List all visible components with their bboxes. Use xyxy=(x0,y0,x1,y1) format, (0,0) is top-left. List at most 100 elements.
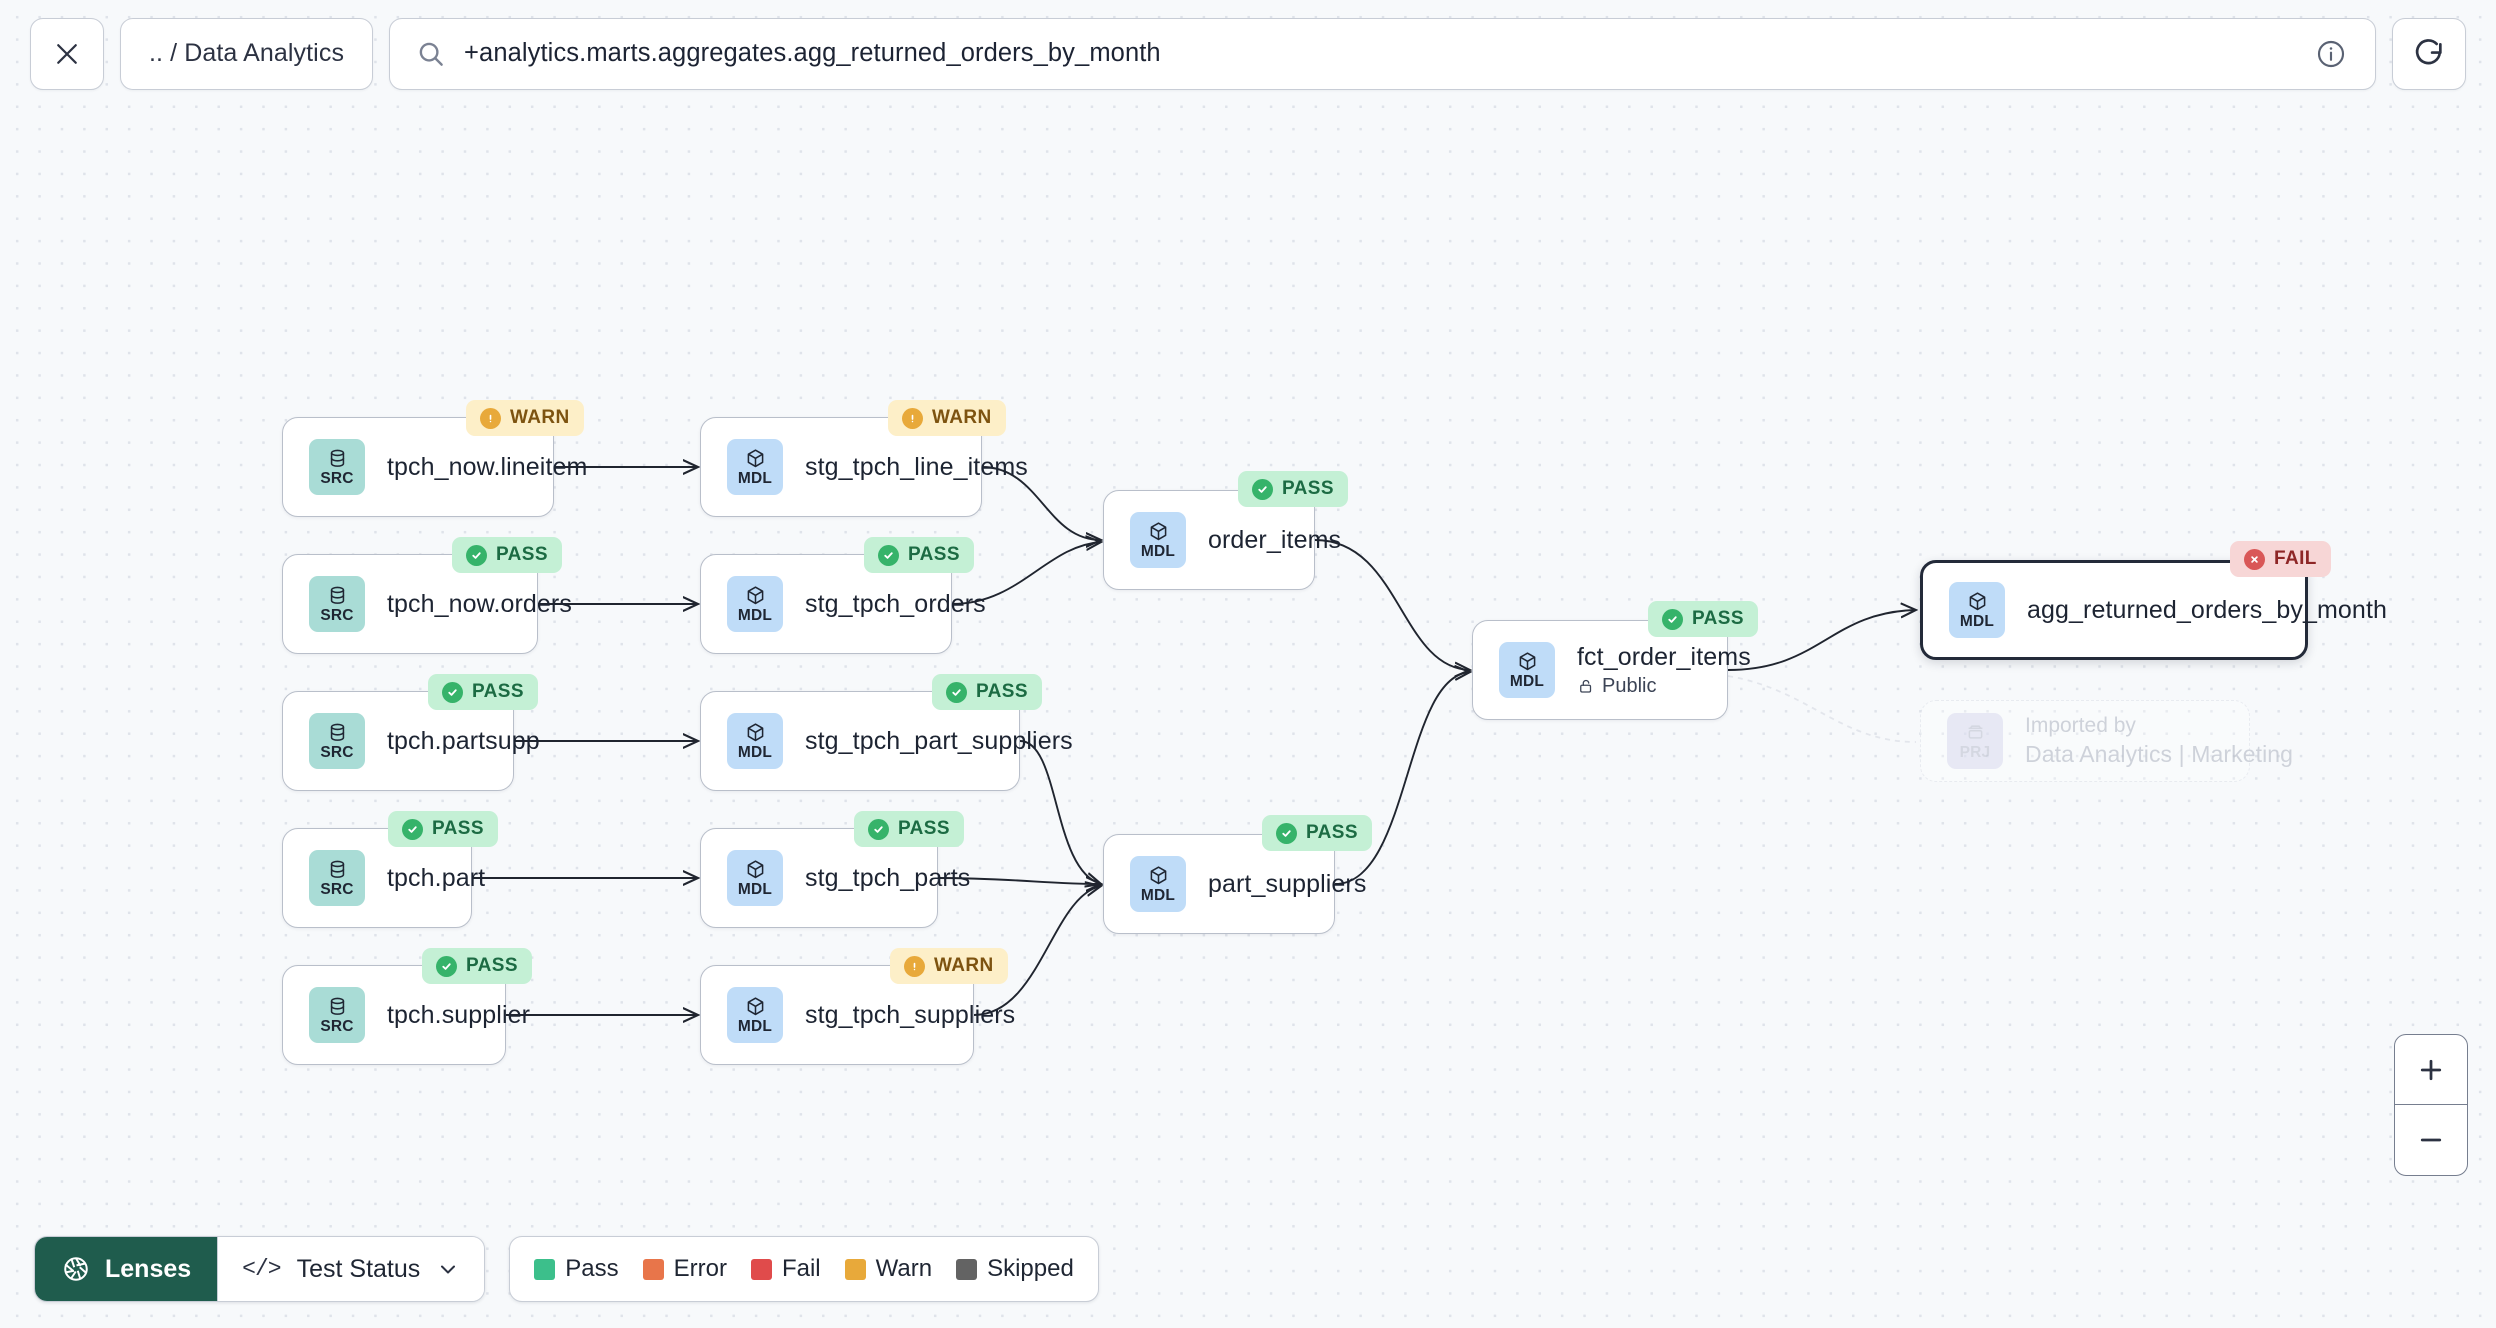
node-title: tpch_now.lineitem xyxy=(387,452,588,481)
node-body: stg_tpch_parts xyxy=(805,863,971,893)
legend-item[interactable]: Warn xyxy=(844,1255,932,1283)
legend-label: Error xyxy=(673,1255,727,1282)
graph-node-stg-suppliers[interactable]: MDL stg_tpch_suppliers xyxy=(700,965,1015,1065)
node-type-label: MDL xyxy=(1140,887,1176,905)
legend-item[interactable]: Error xyxy=(642,1255,727,1283)
cube-icon xyxy=(747,449,763,468)
node-type-chip: SRC xyxy=(309,713,365,769)
status-label: PASS xyxy=(908,544,960,565)
warn-icon xyxy=(902,407,923,429)
node-type-chip: MDL xyxy=(727,987,783,1043)
node-body: part_suppliers xyxy=(1208,870,1366,899)
node-body: order_items xyxy=(1208,526,1341,555)
node-title: tpch.partsupp xyxy=(387,726,540,755)
status-badge: PASS xyxy=(428,674,538,710)
node-title: fct_order_items xyxy=(1577,642,1751,671)
graph-node-part-suppliers[interactable]: MDL part_suppliers xyxy=(1103,834,1366,934)
node-type-chip: SRC xyxy=(309,439,365,495)
node-body: agg_returned_orders_by_month xyxy=(2027,595,2387,625)
status-label: FAIL xyxy=(2274,548,2317,569)
search-bar[interactable] xyxy=(389,17,2376,90)
close-icon xyxy=(57,43,77,64)
breadcrumb-label: .. / Data Analytics xyxy=(149,39,345,67)
check-icon xyxy=(1276,822,1297,844)
node-type-chip: MDL xyxy=(727,576,783,632)
warn-icon xyxy=(480,407,501,429)
aperture-icon xyxy=(64,1257,88,1281)
imported-by-label: Imported by xyxy=(2025,714,2136,737)
status-badge: PASS xyxy=(854,811,964,847)
node-body: stg_tpch_orders xyxy=(805,589,986,619)
database-icon xyxy=(330,997,344,1016)
minus-icon xyxy=(2420,1138,2442,1142)
graph-node-imported-by[interactable]: PRJ Imported by Data Analytics | Marketi… xyxy=(1920,700,2293,782)
status-badge: PASS xyxy=(1238,471,1348,507)
legend-swatch xyxy=(750,1258,772,1280)
project-icon xyxy=(1968,725,1982,739)
node-body: stg_tpch_suppliers xyxy=(805,1001,1015,1030)
cube-icon xyxy=(1150,866,1166,885)
status-badge: PASS xyxy=(1648,601,1758,637)
status-badge: WARN xyxy=(466,400,584,436)
graph-node-src-supplier[interactable]: SRC tpch.supplier xyxy=(282,965,530,1065)
node-body: Imported by Data Analytics | Marketing xyxy=(2025,714,2293,768)
info-icon[interactable] xyxy=(2315,38,2347,70)
status-label: PASS xyxy=(432,818,484,839)
status-label: PASS xyxy=(976,681,1028,702)
check-icon xyxy=(1662,608,1683,630)
node-title: agg_returned_orders_by_month xyxy=(2027,595,2387,624)
close-button[interactable] xyxy=(30,17,104,90)
node-type-chip: MDL xyxy=(1499,642,1555,698)
legend-item[interactable]: Skipped xyxy=(956,1255,1074,1283)
database-icon xyxy=(330,586,344,605)
database-icon xyxy=(330,723,344,742)
node-type-label: MDL xyxy=(1509,673,1545,691)
graph-node-src-lineitem[interactable]: SRC tpch_now.lineitem xyxy=(282,417,588,517)
lenses-label: Lenses xyxy=(105,1254,192,1283)
lenses-group: Lenses </> Test Status xyxy=(34,1236,486,1302)
node-title: stg_tpch_orders xyxy=(805,589,986,618)
refresh-icon xyxy=(2415,38,2442,64)
node-type-label: MDL xyxy=(737,1018,773,1036)
check-icon xyxy=(946,681,967,703)
node-type-chip: MDL xyxy=(1130,512,1186,568)
refresh-button[interactable] xyxy=(2392,17,2466,90)
node-type-label: SRC xyxy=(320,607,354,625)
node-type-label: MDL xyxy=(737,881,773,899)
chevron-down-icon xyxy=(441,1265,456,1274)
node-title: stg_tpch_part_suppliers xyxy=(805,726,1073,755)
zoom-controls xyxy=(2394,1034,2468,1176)
node-title: stg_tpch_parts xyxy=(805,863,971,892)
lenses-button[interactable]: Lenses xyxy=(35,1237,218,1301)
cube-icon xyxy=(747,586,763,605)
test-status-dropdown[interactable]: </> Test Status xyxy=(217,1237,485,1301)
ghost-edge xyxy=(1727,675,1917,743)
node-body: fct_order_items Public xyxy=(1577,642,1751,698)
zoom-out-button[interactable] xyxy=(2395,1105,2467,1175)
graph-node-src-orders[interactable]: SRC tpch_now.orders xyxy=(282,554,572,654)
node-type-chip: MDL xyxy=(727,439,783,495)
legend-label: Fail xyxy=(781,1255,821,1282)
check-icon xyxy=(436,955,457,977)
search-input[interactable] xyxy=(464,39,2297,68)
node-title: tpch.part xyxy=(387,863,486,892)
database-icon xyxy=(330,860,344,879)
legend-item[interactable]: Fail xyxy=(750,1255,821,1283)
breadcrumb[interactable]: .. / Data Analytics xyxy=(120,17,374,90)
node-body: tpch_now.lineitem xyxy=(387,452,588,482)
cube-icon xyxy=(747,723,763,742)
check-icon xyxy=(466,544,487,566)
zoom-in-button[interactable] xyxy=(2395,1035,2467,1105)
search-icon xyxy=(419,42,443,66)
node-body: stg_tpch_part_suppliers xyxy=(805,726,1073,756)
node-type-label: SRC xyxy=(320,1018,354,1036)
check-icon xyxy=(868,818,889,840)
node-type-chip: MDL xyxy=(1130,856,1186,912)
node-type-label: MDL xyxy=(1959,613,1995,631)
legend-swatch xyxy=(642,1258,664,1280)
node-title: tpch_now.orders xyxy=(387,589,572,618)
node-type-chip: SRC xyxy=(309,987,365,1043)
legend-item[interactable]: Pass xyxy=(534,1255,619,1283)
